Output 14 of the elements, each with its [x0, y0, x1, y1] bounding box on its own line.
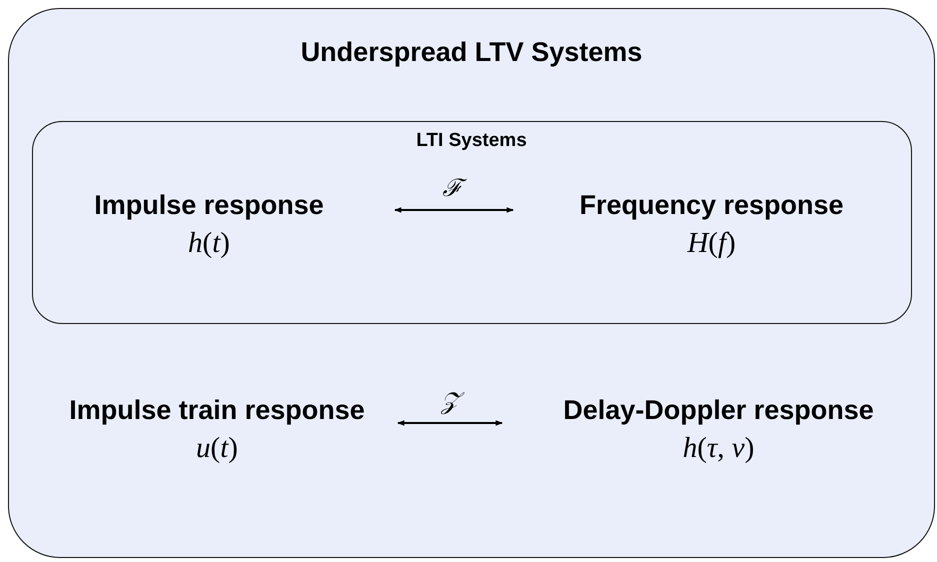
inner-rounded-box: [32, 120, 912, 324]
double-arrow: [394, 207, 514, 213]
math-expression: h(t): [188, 226, 230, 261]
box-title: LTI Systems: [415, 130, 528, 152]
outer-rounded-box: [8, 8, 935, 558]
math-expression: h(τ, ν): [682, 430, 754, 466]
math-expression: H(f): [687, 226, 736, 261]
double-arrow: [397, 420, 503, 426]
math-expression: u(t): [196, 430, 238, 466]
response-label: Delay-Doppler response: [563, 394, 874, 427]
response-label: Impulse train response: [69, 394, 365, 427]
box-title: Underspread LTV Systems: [300, 37, 644, 68]
response-label: Frequency response: [579, 189, 844, 222]
response-label: Impulse response: [94, 189, 324, 222]
